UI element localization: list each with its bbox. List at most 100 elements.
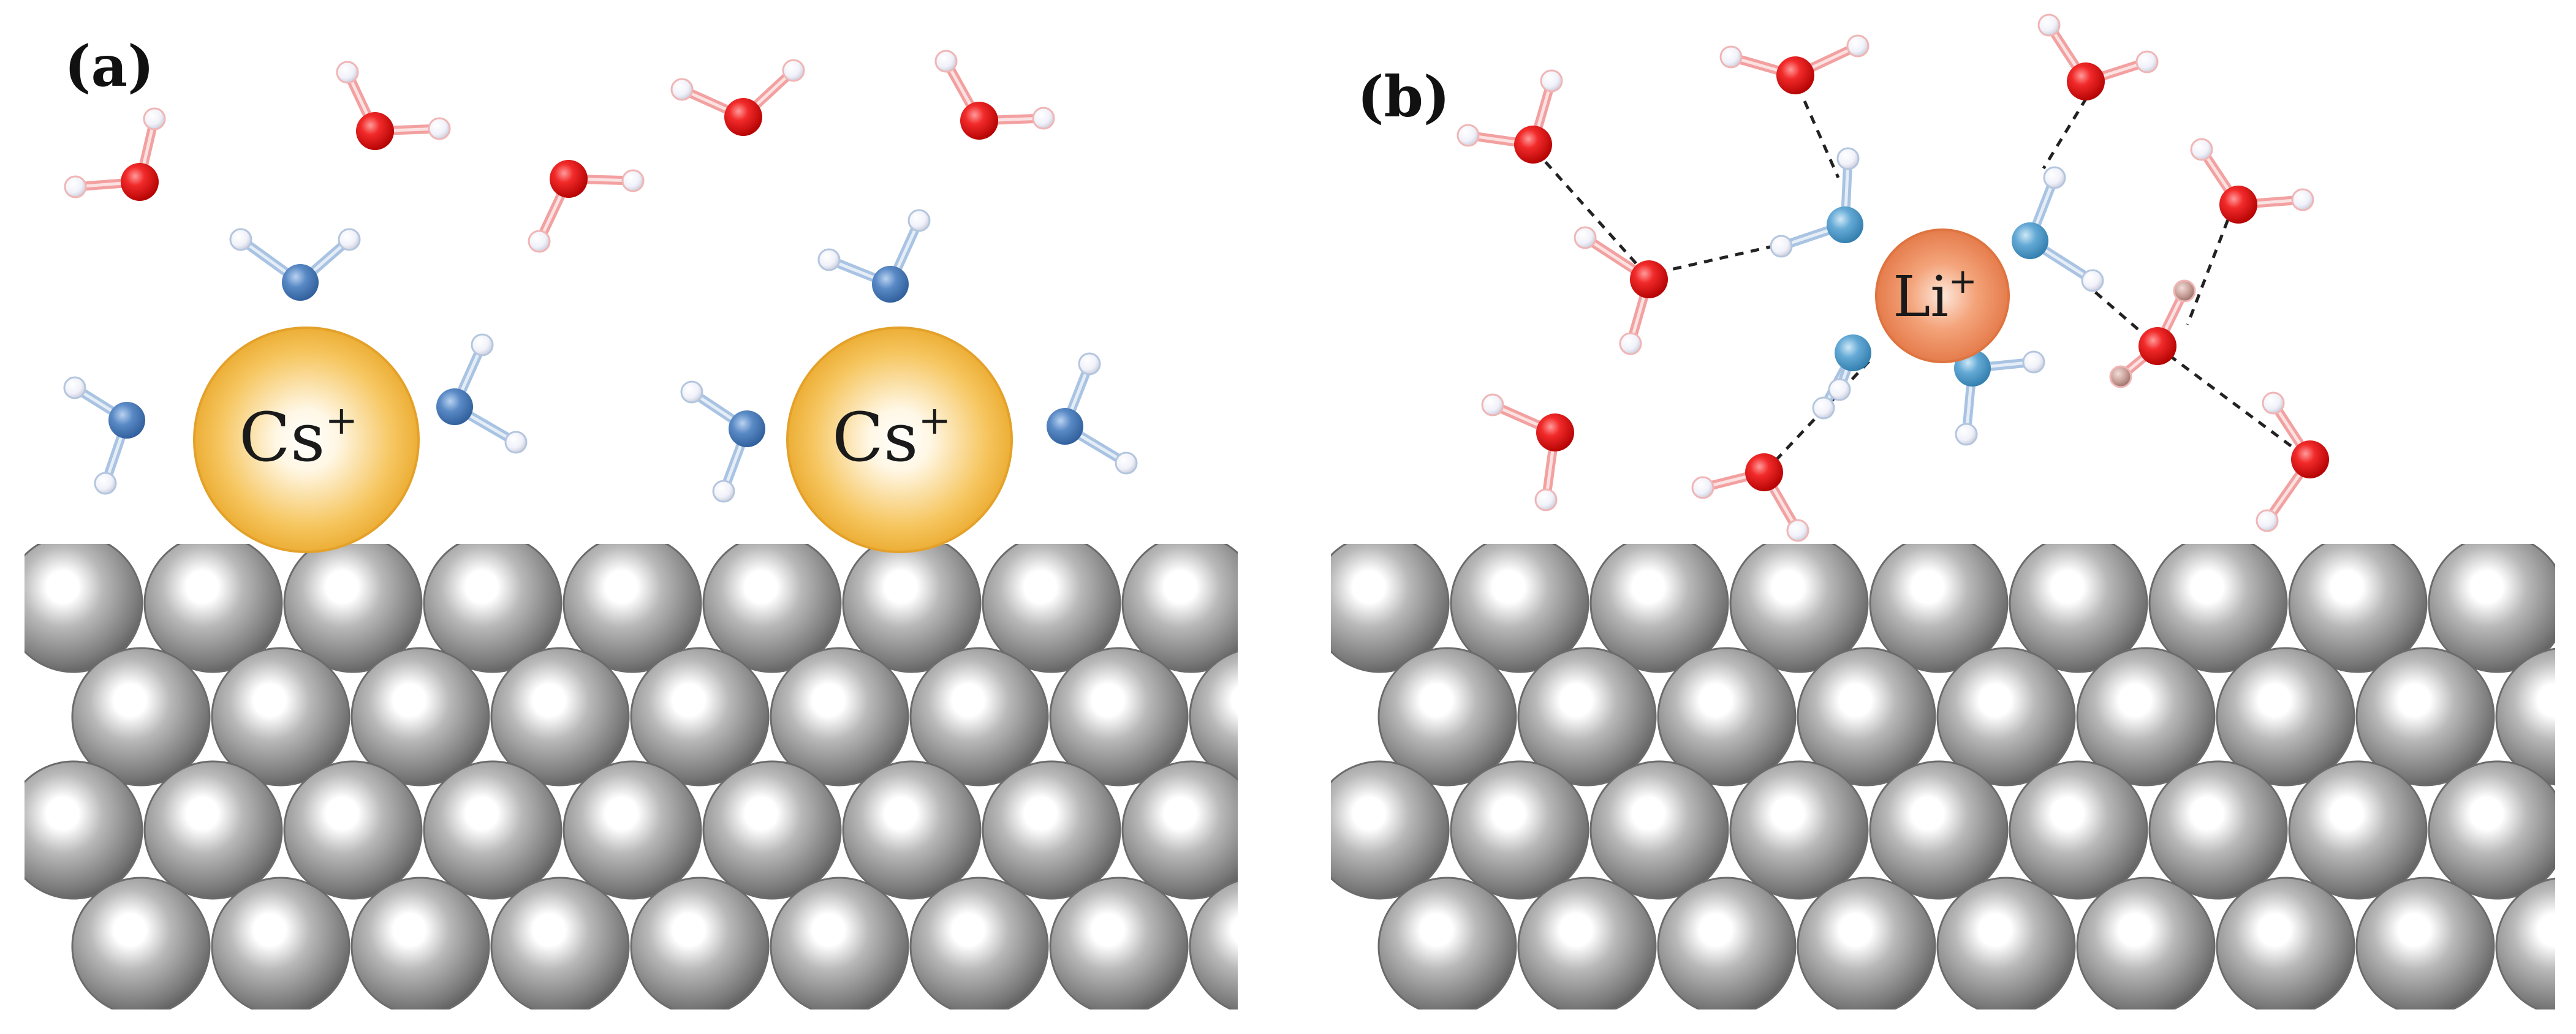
electrode-a-atom xyxy=(1121,544,1238,673)
free-water-b7-hydrogen xyxy=(1481,393,1504,417)
free-water-a1-hydrogen xyxy=(64,175,87,198)
free-water-b8-hydrogen xyxy=(1691,476,1714,499)
free-water-b7-hydrogen xyxy=(1534,488,1558,511)
li-hydration-water-b3-hydrogen xyxy=(1812,396,1835,420)
free-water-b2-hydrogen xyxy=(1574,226,1597,249)
li-hydration-water-b3-oxygen xyxy=(1835,334,1871,371)
electrode-b-atom xyxy=(2428,544,2555,673)
electrode-a-atom xyxy=(71,647,211,787)
electrode-a-atom xyxy=(1049,877,1189,1009)
free-water-b9 xyxy=(2256,391,2329,532)
li-hydration-water-b1-hydrogen xyxy=(1770,235,1793,258)
free-water-b1-hydrogen xyxy=(1540,69,1563,92)
electrode-a-atom xyxy=(25,760,143,900)
free-water-a5-hydrogen xyxy=(1032,107,1055,130)
electrode-b-atom xyxy=(1869,760,2009,900)
free-water-b5-oxygen xyxy=(2219,186,2257,224)
li-hydration-water-b3-hydrogen xyxy=(1828,378,1851,401)
cs-hydration-water-a1-oxygen xyxy=(282,264,319,301)
cs-hydration-water-a3-oxygen xyxy=(436,388,473,425)
free-water-b5 xyxy=(2190,138,2314,224)
free-water-b3-oxygen xyxy=(1776,56,1814,94)
electrode-b-atom xyxy=(2495,647,2555,786)
electrode-a-atom xyxy=(909,647,1049,787)
electrode-b-atom xyxy=(1589,760,1729,900)
electrode-b-atom xyxy=(1331,760,1450,900)
electrode-b-atom xyxy=(2148,544,2288,673)
electrode-b-atom xyxy=(2288,544,2428,673)
cs-hydration-water-a2-hydrogen xyxy=(94,472,117,495)
free-water-a1-hydrogen xyxy=(143,107,166,130)
free-water-b2 xyxy=(1574,226,1668,355)
electrode-b-atom xyxy=(2076,647,2216,787)
free-water-b7-oxygen xyxy=(1536,413,1574,451)
free-water-b1 xyxy=(1457,69,1563,164)
free-water-b4-hydrogen xyxy=(2135,50,2159,74)
free-water-a2-hydrogen xyxy=(336,61,359,84)
electrode-b-atom xyxy=(1377,647,1517,787)
free-water-b4-hydrogen xyxy=(2037,13,2061,37)
electrode-b-atom xyxy=(2076,877,2216,1009)
electrode-a-atom xyxy=(423,544,563,673)
free-water-b4-oxygen xyxy=(2067,62,2105,100)
electrode-a-atom xyxy=(770,877,909,1009)
electrode-b-atom xyxy=(1729,760,1869,900)
free-water-b8-oxygen xyxy=(1745,453,1783,491)
electrode-slab-b xyxy=(1331,544,2555,1009)
cation-li: Li+ xyxy=(1875,228,2010,363)
electrode-a-atom xyxy=(982,544,1121,673)
cs-hydration-water-a3-hydrogen xyxy=(504,431,528,454)
svg-text:Li+: Li+ xyxy=(1893,262,1977,330)
cs-hydration-water-a6 xyxy=(1047,352,1138,475)
free-water-b5-hydrogen xyxy=(2190,138,2213,161)
panel-label-a: (a) xyxy=(64,33,154,99)
free-water-b2-hydrogen xyxy=(1619,332,1642,355)
electrode-b-atom xyxy=(1589,544,1729,673)
electrode-b-atom xyxy=(2009,760,2148,900)
free-water-b6-hydrogen xyxy=(2109,365,2132,388)
electrode-b-atom xyxy=(1936,647,2076,787)
electrode-a-atom xyxy=(490,877,630,1009)
free-water-a4 xyxy=(670,59,805,136)
free-water-a5-hydrogen xyxy=(934,50,958,73)
free-water-b3-hydrogen xyxy=(1719,45,1743,69)
electrode-a-atom xyxy=(982,760,1121,900)
cs-hydration-water-a6-hydrogen xyxy=(1078,352,1101,375)
li-hydration-water-b2-hydrogen xyxy=(2081,269,2104,292)
free-water-a2 xyxy=(336,61,451,150)
electrode-a-atom xyxy=(702,544,842,673)
cs-hydration-water-a1 xyxy=(229,228,361,301)
electrode-b-atom xyxy=(1331,544,1450,673)
free-water-b1-oxygen xyxy=(1514,126,1552,164)
electrode-b-atom xyxy=(1869,544,2009,673)
free-water-b4 xyxy=(2037,13,2159,100)
li-hydration-water-b1 xyxy=(1770,147,1863,258)
electrode-a-atom xyxy=(283,544,423,673)
electrode-a-atom xyxy=(702,760,842,900)
cation-cs-1: Cs+ xyxy=(193,326,420,553)
li-hydration-water-b4-hydrogen xyxy=(2022,350,2045,374)
electrode-b-atom xyxy=(1517,647,1657,787)
electrode-b-atom xyxy=(1936,877,2076,1009)
electrode-b-atom xyxy=(2009,544,2148,673)
electrode-a-atom xyxy=(842,544,982,673)
electrode-a-atom xyxy=(1189,880,1238,1009)
electrode-b-atom xyxy=(1729,544,1869,673)
electrode-b-atom xyxy=(2495,877,2555,1009)
free-water-b5-hydrogen xyxy=(2291,188,2314,211)
free-water-b6-hydrogen xyxy=(2173,279,2196,303)
li-hydration-water-b4 xyxy=(1954,350,2045,446)
free-water-a4-oxygen xyxy=(724,98,762,136)
electrode-b-atom xyxy=(1450,544,1589,673)
cs-hydration-water-a5-hydrogen xyxy=(680,380,703,404)
electrode-a-atom xyxy=(1049,647,1189,787)
electrode-a-atom xyxy=(563,544,702,673)
cs-hydration-water-a4 xyxy=(817,209,931,303)
cs-hydration-water-a4-hydrogen xyxy=(817,248,841,271)
free-water-b6 xyxy=(2109,279,2196,388)
electrode-a-atom xyxy=(350,647,490,787)
electrode-b-atom xyxy=(2288,760,2428,900)
electrode-a-atom xyxy=(71,877,211,1009)
electrode-b-atom xyxy=(1450,760,1589,900)
